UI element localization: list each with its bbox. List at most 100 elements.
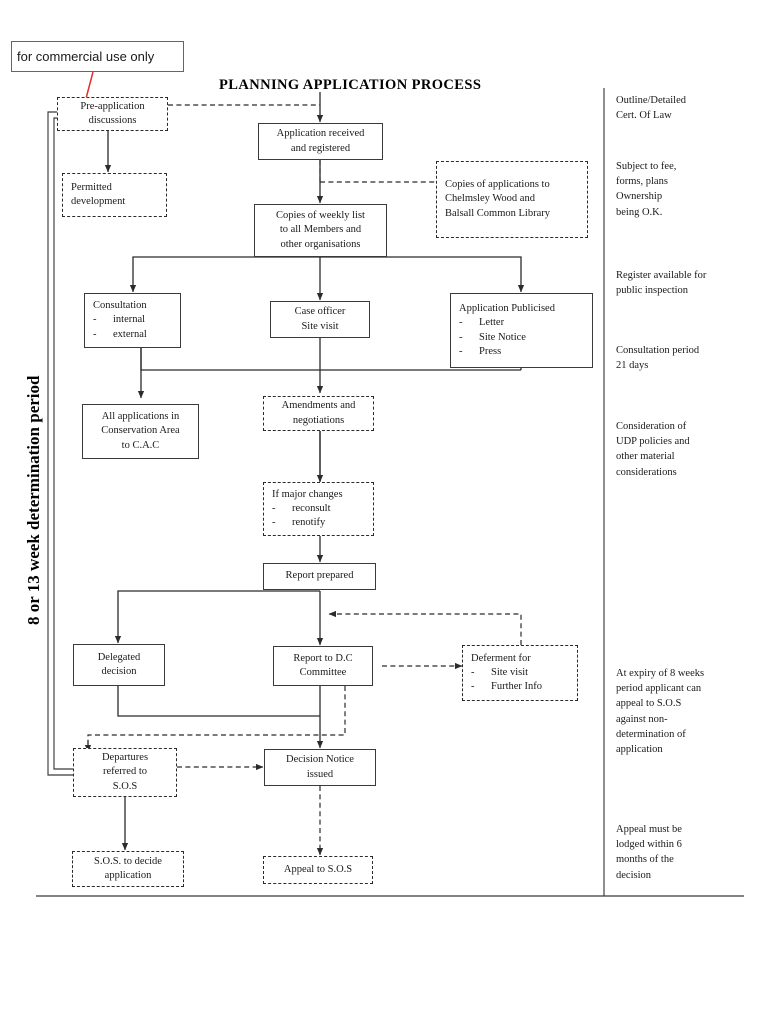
bullet-dash: - <box>272 502 276 514</box>
margin-note-outline-detailed: Outline/Detailed Cert. Of Law <box>616 93 766 123</box>
note-line: being O.K. <box>616 206 663 218</box>
bullet-text: external <box>113 328 147 340</box>
determination-bracket-inner <box>53 117 79 770</box>
node-bullet: - Site visit <box>463 666 577 680</box>
node-line: Departures <box>101 752 149 764</box>
margin-note-appeal-non-determination: At expiry of 8 weeks period applicant ca… <box>616 666 766 757</box>
node-report-prepared[interactable]: Report prepared <box>263 563 376 590</box>
node-bullet: - Further Info <box>463 680 577 694</box>
note-line: lodged within 6 <box>616 839 682 851</box>
node-copies-library[interactable]: Copies of applications to Chelmsley Wood… <box>436 161 588 238</box>
node-permitted-development[interactable]: Permitted development <box>62 173 167 217</box>
node-line: application <box>104 870 152 881</box>
node-bullet: - renotify <box>264 516 373 530</box>
note-line: Outline/Detailed <box>616 95 686 106</box>
node-line: Copies of weekly list <box>276 210 365 222</box>
page-title: PLANNING APPLICATION PROCESS <box>219 77 482 93</box>
node-heading: If major changes <box>272 488 343 500</box>
bullet-text: Letter <box>479 317 505 329</box>
node-line: Case officer <box>294 306 346 318</box>
note-line: 21 days <box>616 360 649 372</box>
arrow-weekly-list-to-consultation <box>129 256 320 293</box>
node-sos-decide[interactable]: S.O.S. to decide application <box>72 851 184 887</box>
node-consultation[interactable]: Consultation - internal - external <box>84 293 181 348</box>
node-line: Balsall Common Library <box>445 207 550 219</box>
note-line: Appeal must be <box>616 824 682 835</box>
note-line: period applicant can <box>616 683 702 695</box>
node-report-to-dc[interactable]: Report to D.C Committee <box>273 646 373 686</box>
node-line: Pre-application <box>80 100 145 112</box>
bullet-dash: - <box>93 314 97 326</box>
bullet-text: Site Notice <box>479 331 526 343</box>
note-line: other material <box>616 451 675 463</box>
margin-note-subject-to-fee: Subject to fee, forms, plans Ownership b… <box>616 159 766 220</box>
node-line: negotiations <box>292 414 345 426</box>
node-line: All applications in <box>101 411 180 423</box>
node-pre-application[interactable]: Pre-application discussions <box>57 97 168 131</box>
node-line: Chelmsley Wood and <box>445 193 535 205</box>
arrow-report-prepared-to-delegated <box>114 590 320 644</box>
bullet-dash: - <box>471 681 475 693</box>
bullet-dash: - <box>93 328 97 340</box>
node-line: Appeal to S.O.S <box>283 863 353 875</box>
note-line: Consideration of <box>616 421 687 432</box>
bullet-text: renotify <box>292 517 326 529</box>
node-application-publicised[interactable]: Application Publicised - Letter - Site N… <box>450 293 593 368</box>
margin-note-appeal-six-months: Appeal must be lodged within 6 months of… <box>616 822 766 883</box>
node-appeal-to-sos[interactable]: Appeal to S.O.S <box>263 856 373 884</box>
margin-note-consultation-period: Consultation period 21 days <box>616 343 766 373</box>
note-line: decision <box>616 869 651 881</box>
bullet-dash: - <box>459 345 463 357</box>
note-line: Subject to fee, <box>616 161 677 172</box>
note-line: against non- <box>616 713 668 725</box>
bullet-dash: - <box>471 666 475 678</box>
node-line: to all Members and <box>279 224 362 236</box>
arrow-weekly-list-to-publicised <box>320 256 525 293</box>
node-line: S.O.S <box>112 780 138 792</box>
node-conservation-area[interactable]: All applications in Conservation Area to… <box>82 404 199 459</box>
node-amendments[interactable]: Amendments and negotiations <box>263 396 374 431</box>
node-heading: Application Publicised <box>459 303 555 315</box>
note-line: Consultation period <box>616 345 700 356</box>
node-major-changes[interactable]: If major changes - reconsult - renotify <box>263 482 374 536</box>
margin-note-register-available: Register available for public inspection <box>616 268 766 298</box>
bullet-text: Press <box>479 345 502 357</box>
line-consultation-join-amendments <box>140 348 320 371</box>
note-line: determination of <box>616 728 686 740</box>
node-line: S.O.S. to decide <box>94 855 162 867</box>
node-line: Site visit <box>301 320 339 332</box>
node-bullet: - Site Notice <box>451 331 592 345</box>
node-line: development <box>71 196 126 207</box>
node-departures[interactable]: Departures referred to S.O.S <box>73 748 177 797</box>
bullet-text: Further Info <box>491 681 543 693</box>
node-bullet: - reconsult <box>264 502 373 516</box>
note-line: considerations <box>616 466 677 478</box>
note-line: public inspection <box>616 285 689 297</box>
node-copies-weekly-list[interactable]: Copies of weekly list to all Members and… <box>254 204 387 257</box>
node-case-officer[interactable]: Case officer Site visit <box>270 301 370 338</box>
node-line: issued <box>306 768 334 780</box>
bullet-dash: - <box>459 317 463 329</box>
bullet-text: reconsult <box>292 502 331 514</box>
determination-bracket-outer <box>47 111 79 776</box>
note-line: forms, plans <box>616 176 668 188</box>
node-line: decision <box>101 666 137 677</box>
node-delegated-decision[interactable]: Delegated decision <box>73 644 165 686</box>
dash-arrow-deferment-to-report-prepared <box>328 610 522 645</box>
line-delegated-to-decision-notice <box>117 686 320 717</box>
note-line: months of the <box>616 854 674 866</box>
node-line: to C.A.C <box>121 439 160 451</box>
node-line: and registered <box>290 142 351 154</box>
node-line: other organisations <box>280 238 361 250</box>
node-bullet: - internal <box>85 313 180 327</box>
note-line: Ownership <box>616 191 663 203</box>
margin-note-consideration-udp: Consideration of UDP policies and other … <box>616 419 766 480</box>
node-application-received[interactable]: Application received and registered <box>258 123 383 160</box>
dash-dc-to-departures <box>87 686 346 748</box>
node-line: Report to D.C <box>293 652 353 664</box>
bullet-dash: - <box>459 331 463 343</box>
node-line: referred to <box>102 766 147 778</box>
node-deferment[interactable]: Deferment for - Site visit - Further Inf… <box>462 645 578 701</box>
node-decision-notice[interactable]: Decision Notice issued <box>264 749 376 786</box>
